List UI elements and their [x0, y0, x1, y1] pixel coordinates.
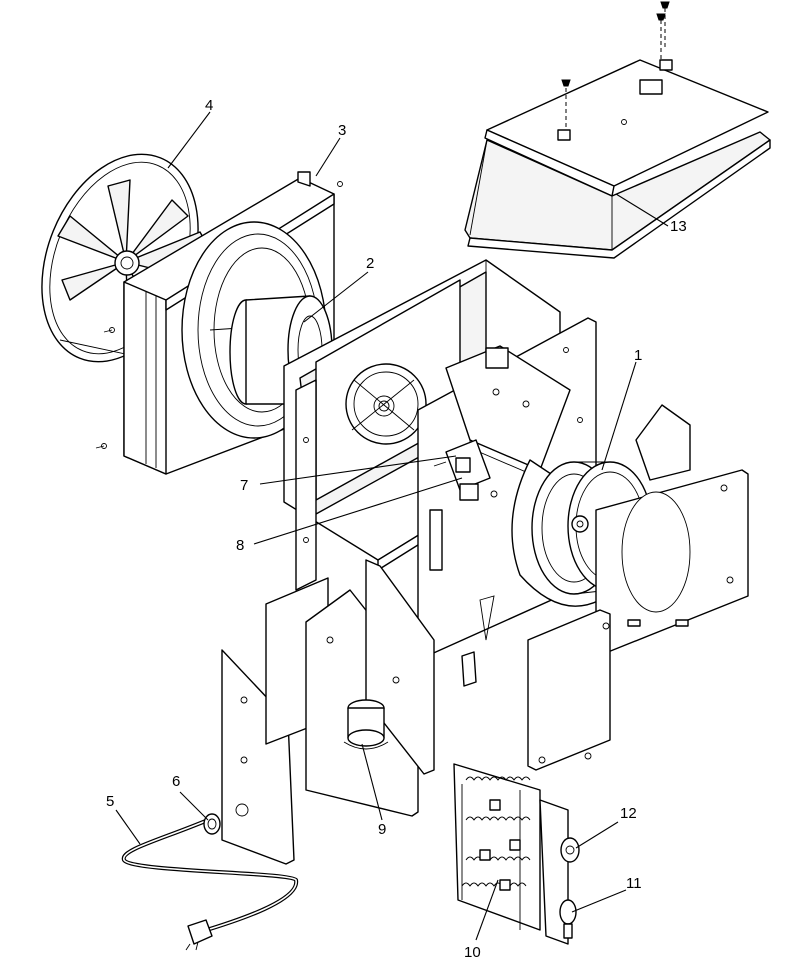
callout-12: 12: [620, 805, 637, 822]
leader-5: [115, 809, 141, 845]
leader-11: [571, 889, 627, 913]
callout-3: 3: [338, 122, 346, 139]
blower-panel-part: [595, 469, 749, 653]
power-cord-part: [121, 818, 299, 951]
callout-labels: 4 3 2 13 1 7 8 9 5 6 12 11 10: [106, 97, 687, 961]
callout-11: 11: [626, 875, 642, 892]
damper-part: [461, 595, 495, 687]
callout-10: 10: [464, 944, 481, 961]
callout-7: 7: [240, 477, 248, 494]
control-switch-part: [433, 439, 491, 491]
strain-relief-part: [203, 813, 221, 835]
callout-8: 8: [236, 537, 244, 554]
heater-element-part: [453, 763, 569, 945]
callout-1: 1: [634, 347, 642, 364]
leader-3: [315, 137, 341, 177]
callout-13: 13: [670, 218, 687, 235]
leader-9: [361, 743, 383, 821]
callout-4: 4: [205, 97, 213, 114]
leader-13: [615, 193, 669, 227]
callout-5: 5: [106, 793, 114, 810]
leader-2: [303, 271, 369, 323]
bottom-right-panel-part: [527, 609, 611, 771]
leader-1: [601, 361, 637, 471]
leader-6: [179, 791, 209, 821]
callout-6: 6: [172, 773, 180, 790]
leader-12: [575, 821, 619, 849]
partition-panel-part: [265, 559, 435, 817]
capacitor-part: [343, 699, 389, 750]
control-box-part: [445, 345, 571, 479]
top-cover-part: [464, 1, 771, 259]
leader-10: [475, 879, 499, 941]
callout-2: 2: [366, 255, 374, 272]
relay-part: [459, 483, 498, 501]
leader-7: [259, 455, 457, 485]
leader-4: [167, 111, 211, 169]
callout-9: 9: [378, 821, 386, 838]
limit-switch-part: [560, 837, 580, 863]
thermal-fuse-part: [559, 899, 577, 939]
leader-8: [253, 477, 463, 545]
leader-lines: [115, 111, 669, 941]
